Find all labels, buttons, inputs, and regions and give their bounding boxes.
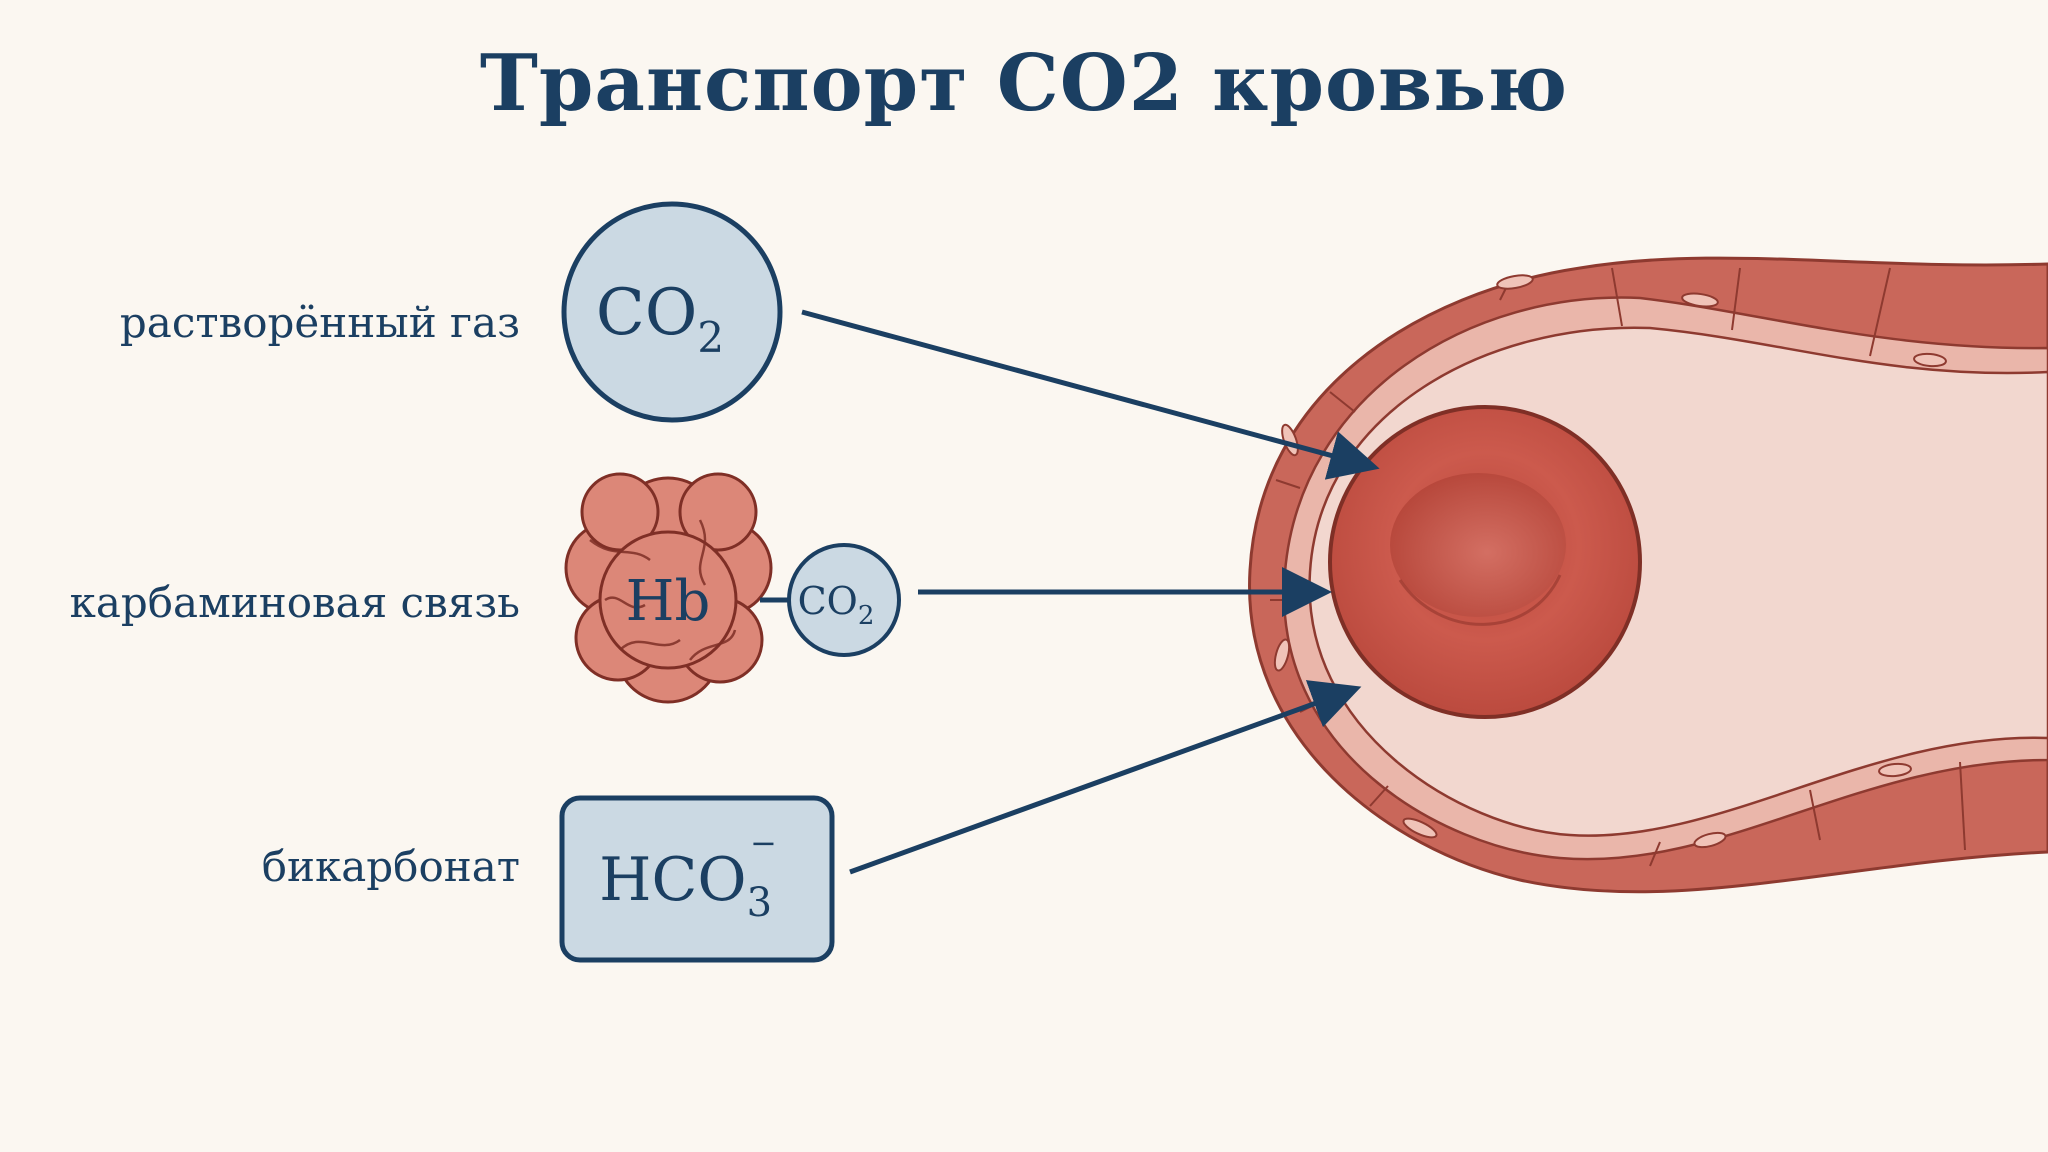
label-bicarbonate: бикарбонат xyxy=(261,842,520,891)
hco3-symbol: HCO xyxy=(599,845,746,915)
hemoglobin-icon: Hb xyxy=(564,472,773,704)
svg-text:HCO3−: HCO3 − xyxy=(599,824,777,926)
red-blood-cell xyxy=(1328,405,1642,719)
arrow-bicarbonate-to-cell xyxy=(849,680,1362,875)
hb-label: Hb xyxy=(626,569,711,634)
label-carbamino-bond: карбаминовая связь xyxy=(69,578,520,627)
co2-symbol: CO xyxy=(798,579,858,623)
co2-subscript: 2 xyxy=(697,313,724,362)
svg-text:CO2: CO2 xyxy=(596,276,724,362)
hco3-subscript: 3 xyxy=(747,880,772,926)
rbc-dimple xyxy=(1390,473,1566,617)
co2-symbol: CO xyxy=(596,276,697,350)
co2-carbamino-node: CO2 xyxy=(787,543,901,657)
co2-subscript: 2 xyxy=(858,601,875,631)
wall-cell-nuclei xyxy=(1273,274,1947,849)
co2-dissolved-node: CO2 xyxy=(561,201,783,423)
bicarbonate-node: HCO3 − xyxy=(559,795,835,963)
label-dissolved-gas: растворённый газ xyxy=(119,298,520,347)
arrow-dissolved-to-cell xyxy=(801,309,1380,480)
page-title: Транспорт CO2 кровью xyxy=(479,38,1569,129)
svg-text:CO2: CO2 xyxy=(798,579,875,631)
hco3-charge: − xyxy=(750,824,777,862)
